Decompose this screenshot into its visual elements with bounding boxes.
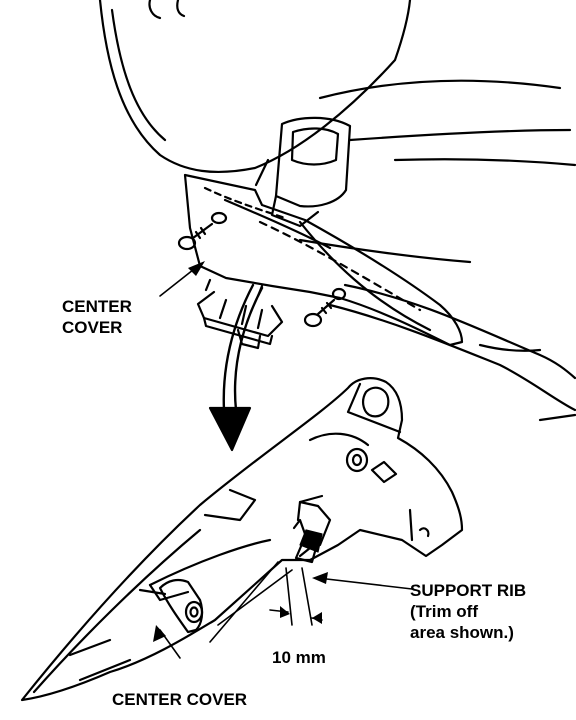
mounting-clip [196,290,284,350]
label-center-cover-top: CENTER COVER [62,296,132,338]
label-center-cover-top-line1: CENTER [62,297,132,316]
arrowhead-dim-left [280,606,290,618]
arrowheads [153,261,328,642]
seat-cushion [98,0,412,174]
leader-lines [159,265,413,659]
label-support-rib: SUPPORT RIB (Trim off area shown.) [410,580,526,643]
arrowhead-center-cover-top [188,261,205,276]
center-cover-installed [183,173,464,347]
support-rib-trim-area [294,529,323,564]
label-support-rib-title: SUPPORT RIB [410,581,527,600]
label-center-cover-bottom: CENTER COVER [112,690,248,709]
arrowhead-support-rib [312,572,328,584]
arrowhead-dim-right [312,612,322,624]
removal-direction-arrow [208,283,264,452]
label-center-cover-top-line2: COVER [62,318,123,337]
screw-lower [303,287,347,328]
dimension-lines [269,567,323,626]
floor-carpet-lines [298,79,576,422]
seat-belt-buckle [254,116,352,228]
center-cover-detached [20,377,464,702]
label-trim-note-line2: area shown.) [410,623,514,642]
label-trim-note-line1: (Trim off [410,602,478,621]
arrowhead-center-cover-bottom [153,625,166,642]
screw-upper [177,211,228,251]
label-dimension-10mm: 10 mm [272,648,326,667]
